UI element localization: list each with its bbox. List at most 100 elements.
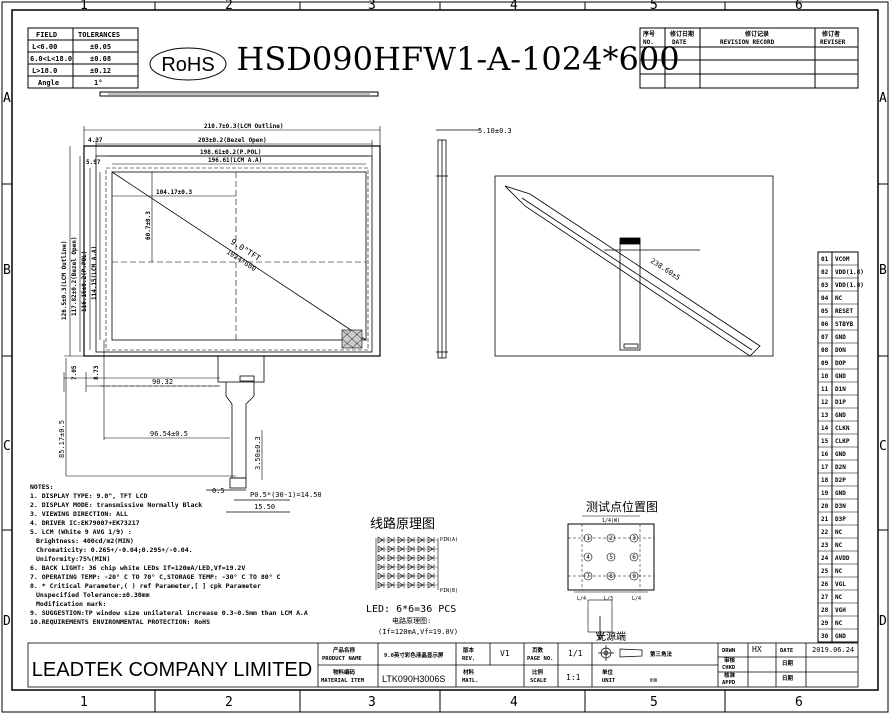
dim-fpc-width: 15.50 bbox=[254, 503, 275, 511]
zone-col-1-top: 1 bbox=[80, 0, 88, 13]
pin-number: 18 bbox=[821, 477, 829, 484]
circuit-title: 线路原理图 bbox=[370, 516, 435, 531]
pin-signal: VGL bbox=[835, 581, 846, 588]
test-point-number: 1 bbox=[586, 535, 590, 542]
tb-material-code: LTK090H3006S bbox=[382, 674, 445, 684]
tp-top-label: 1/4(W) bbox=[602, 518, 620, 524]
pin-number: 14 bbox=[821, 425, 829, 432]
pin-number: 29 bbox=[821, 620, 829, 627]
dim-left-offset-2: 5.97 bbox=[86, 159, 101, 166]
front-view: 9.0"TFT 1024*600 bbox=[83, 145, 381, 357]
top-edge-view bbox=[99, 91, 379, 97]
zone-col-6-top: 6 bbox=[795, 0, 803, 13]
rohs-mark: RoHS bbox=[149, 47, 227, 81]
rev-header-record: REVISION RECORD bbox=[720, 39, 775, 46]
pin-number: 05 bbox=[821, 308, 829, 315]
pin-signal: NC bbox=[835, 620, 843, 627]
zone-col-2-bottom: 2 bbox=[225, 695, 233, 710]
tb-product-name-en: PRODUCT NAME bbox=[322, 656, 362, 662]
revision-table: 序号 NO. 修订日期 DATE 修订记录 REVISION RECORD 修订… bbox=[639, 27, 859, 89]
note-line: Unspecified Tolerance:±0.30mm bbox=[36, 591, 150, 599]
pin-number: 03 bbox=[821, 282, 829, 289]
test-point-number: 8 bbox=[609, 573, 613, 580]
pin-signal: VDD(1.8) bbox=[835, 269, 864, 276]
pin-number: 23 bbox=[821, 542, 829, 549]
tb-unit-en: UNIT bbox=[602, 678, 616, 684]
pin-signal: NC bbox=[835, 542, 843, 549]
pin-signal: NC bbox=[835, 568, 843, 575]
tb-product-name-cn: 产品名称 bbox=[333, 646, 356, 654]
tb-version: V1 bbox=[500, 649, 510, 658]
pin-number: 15 bbox=[821, 438, 829, 445]
test-point-number: 2 bbox=[609, 535, 613, 542]
dim-active-height: 114.15(LCM A.A) bbox=[91, 246, 98, 300]
test-point bbox=[629, 571, 639, 581]
tb-date-cn-2: 日期 bbox=[782, 674, 794, 682]
pin-signal: NC bbox=[835, 295, 843, 302]
tol-cell: L<6.00 bbox=[32, 43, 57, 51]
zone-col-1-bottom: 1 bbox=[80, 695, 88, 710]
rev-header-no: NO. bbox=[643, 39, 654, 46]
tb-material-cn: 物料编码 bbox=[333, 668, 356, 676]
dim-fpc-x: 90.32 bbox=[152, 378, 173, 386]
note-line: 6. BACK LIGHT: 36 chip white LEDs If=120… bbox=[30, 564, 245, 572]
tb-scale-en: SCALE bbox=[530, 678, 547, 684]
tol-cell: 1° bbox=[94, 79, 102, 87]
dim-iso-length: 238.60±5 bbox=[649, 257, 682, 282]
pin-signal: GND bbox=[835, 373, 846, 380]
note-line: Brightness: 400cd/m2(MIN) bbox=[36, 537, 134, 545]
test-point-number: 9 bbox=[632, 573, 636, 580]
tb-drawn-by: HX bbox=[752, 645, 762, 654]
pin-signal: DON bbox=[835, 347, 846, 354]
dim-active-width: 196.61(LCM A.A) bbox=[208, 157, 262, 164]
pin-signal: D3N bbox=[835, 503, 846, 510]
note-line: Modification mark: bbox=[36, 600, 106, 608]
tol-cell: L>18.0 bbox=[32, 67, 57, 75]
tb-date-cn-1: 日期 bbox=[782, 659, 794, 667]
test-point-number: 7 bbox=[586, 573, 590, 580]
tol-cell: ±0.05 bbox=[90, 43, 111, 51]
tb-page-en: PAGE NO. bbox=[527, 656, 554, 662]
active-area bbox=[111, 171, 367, 341]
front-dimensions bbox=[63, 126, 381, 480]
zone-col-4-bottom: 4 bbox=[510, 695, 518, 710]
rev-header-record-cn: 修订记录 bbox=[744, 30, 769, 38]
pin-signal: D2N bbox=[835, 464, 846, 471]
pin-signal: D1P bbox=[835, 399, 846, 406]
zone-col-2-top: 2 bbox=[225, 0, 233, 13]
note-line: NOTES: bbox=[30, 483, 53, 491]
diagonal-line bbox=[111, 171, 367, 341]
elec-title: 电路原理图: bbox=[392, 616, 431, 625]
pin-signal: GND bbox=[835, 412, 846, 419]
zone-row-d-right: D bbox=[879, 614, 887, 629]
tb-projection: 第三角法 bbox=[650, 650, 673, 658]
zone-col-5-top: 5 bbox=[650, 0, 658, 13]
dim-fpc-end-h: 3.50±0.3 bbox=[254, 436, 262, 470]
pin-signal: CLKN bbox=[835, 425, 850, 432]
tp-bottom-label: 光源端 bbox=[596, 630, 626, 643]
pin-number: 12 bbox=[821, 399, 829, 406]
pin-number: 07 bbox=[821, 334, 829, 341]
test-point-number: 3 bbox=[632, 535, 636, 542]
rev-header-reviser-cn: 修订者 bbox=[821, 30, 840, 38]
test-point bbox=[606, 552, 616, 562]
tp-side-label: L/4 bbox=[577, 596, 586, 602]
zone-row-c-right: C bbox=[879, 439, 887, 454]
test-point bbox=[606, 571, 616, 581]
pin-signal: VDD(1.8) bbox=[835, 282, 864, 289]
zone-col-6-bottom: 6 bbox=[795, 695, 803, 710]
pin-number: 10 bbox=[821, 373, 829, 380]
note-line: 9. SUGGESTION:TP window size unilateral … bbox=[30, 609, 308, 617]
pin-number: 22 bbox=[821, 529, 829, 536]
tb-page-cn: 页数 bbox=[532, 646, 544, 654]
pin-signal: GND bbox=[835, 633, 846, 640]
pin-number: 17 bbox=[821, 464, 829, 471]
test-point-title: 测试点位置图 bbox=[586, 499, 658, 514]
pin-number: 21 bbox=[821, 516, 829, 523]
pin-number: 02 bbox=[821, 269, 829, 276]
pin-number: 13 bbox=[821, 412, 829, 419]
tol-header-tolerances: TOLERANCES bbox=[78, 31, 120, 39]
zone-row-d-left: D bbox=[3, 614, 11, 629]
